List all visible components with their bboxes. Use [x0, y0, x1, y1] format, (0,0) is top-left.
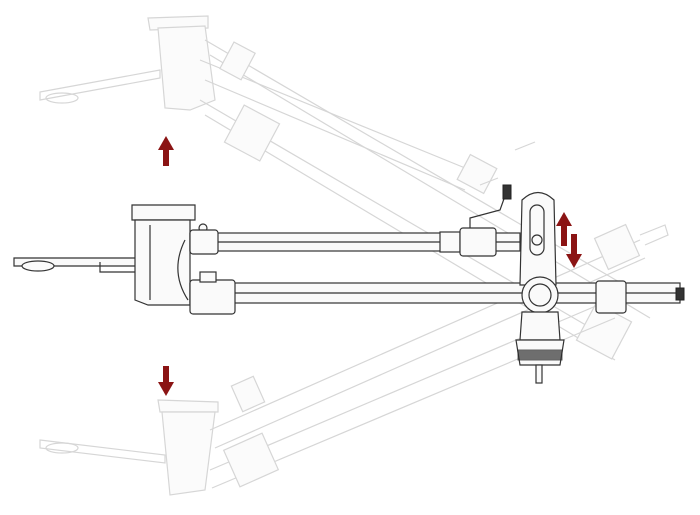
head-bracket: [134, 219, 191, 306]
arrow-down-icon: [566, 234, 582, 268]
lower-clamp-left: [189, 279, 236, 315]
counterweight-clamp: [595, 280, 627, 314]
main-arm: [13, 184, 685, 384]
head-bracket-top: [131, 204, 196, 221]
arrow-down-icon: [158, 366, 174, 396]
motion-arrows: [158, 136, 582, 396]
pivot-knob: [521, 276, 559, 314]
upper-clamp-left: [189, 229, 219, 255]
pivot-plate: [519, 191, 557, 286]
upper-clamp-right: [459, 227, 497, 257]
arrow-up-icon: [158, 136, 174, 166]
arrow-up-icon: [556, 212, 572, 246]
ghost-arm-raised: [39, 15, 651, 361]
